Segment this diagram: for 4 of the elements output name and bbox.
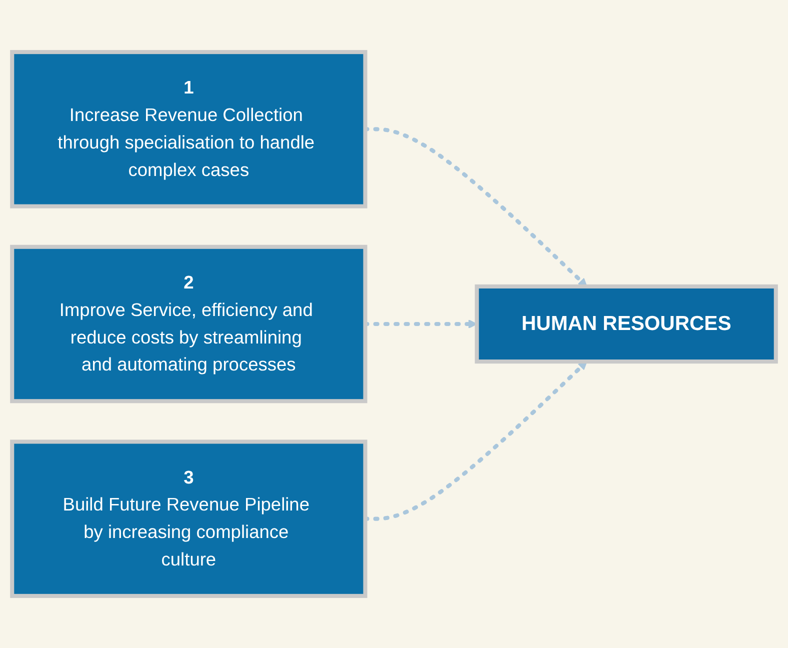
node-box: 1 Increase Revenue Collection through specialisation to handle complex cases (10, 50, 368, 208)
node-box: 3 Build Future Revenue Pipeline by increasing compliance culture (10, 440, 368, 598)
node-box: HUMAN RESOURCES (474, 284, 778, 364)
node-box: 2 Improve Service, efficiency and reduce costs by streamlining and automating processes (10, 244, 368, 404)
